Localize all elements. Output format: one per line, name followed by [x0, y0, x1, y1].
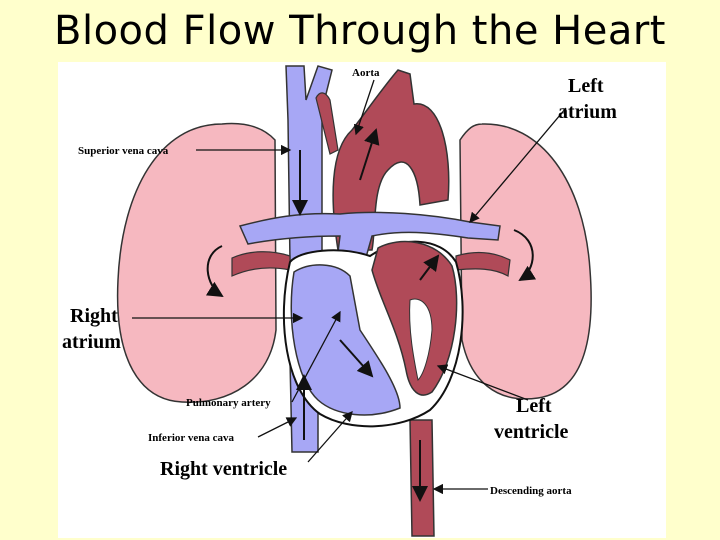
label-left-ventricle-line2: ventricle: [494, 421, 569, 443]
left-ventricle-cavity: [409, 298, 433, 382]
label-pulmonary-artery: Pulmonary artery: [186, 397, 271, 409]
left-lung: [459, 123, 592, 400]
leader-left-ventricle: [436, 364, 529, 401]
leader-inferior-vena-cava: [257, 417, 298, 438]
label-left-atrium-line1: Left: [568, 75, 604, 97]
right-lung: [116, 122, 277, 403]
flow-arrow-lv: [419, 254, 440, 281]
aortic-arch: [332, 69, 450, 251]
label-descending-aorta: Descending aorta: [490, 485, 572, 497]
flow-arrow-aorta: [359, 128, 380, 181]
label-right-ventricle: Right ventricle: [160, 458, 287, 480]
slide-title: Blood Flow Through the Heart: [54, 8, 666, 54]
flow-arrow-right-lung: [205, 245, 224, 298]
label-inferior-vena-cava: Inferior vena cava: [148, 432, 234, 444]
leader-left-atrium: [469, 107, 567, 223]
leader-right-ventricle: [307, 411, 353, 463]
flow-arrow-left-lung: [513, 229, 537, 282]
pulmonary-veins-left: [455, 251, 511, 277]
label-right-atrium-line1: Right: [70, 305, 118, 327]
label-aorta: Aorta: [352, 67, 380, 79]
descending-aorta-vessel: [409, 419, 435, 537]
label-right-atrium-line2: atrium: [62, 331, 121, 353]
pulmonary-artery-vessel: [238, 211, 501, 301]
label-left-ventricle-line1: Left: [516, 395, 552, 417]
flow-arrow-rv: [339, 339, 374, 378]
aorta-branch: [315, 92, 339, 155]
label-superior-vena-cava: Superior vena cava: [78, 145, 169, 157]
leader-aorta: [353, 79, 375, 136]
label-left-atrium-line2: atrium: [558, 101, 617, 123]
leader-pulmonary-artery: [291, 310, 341, 403]
